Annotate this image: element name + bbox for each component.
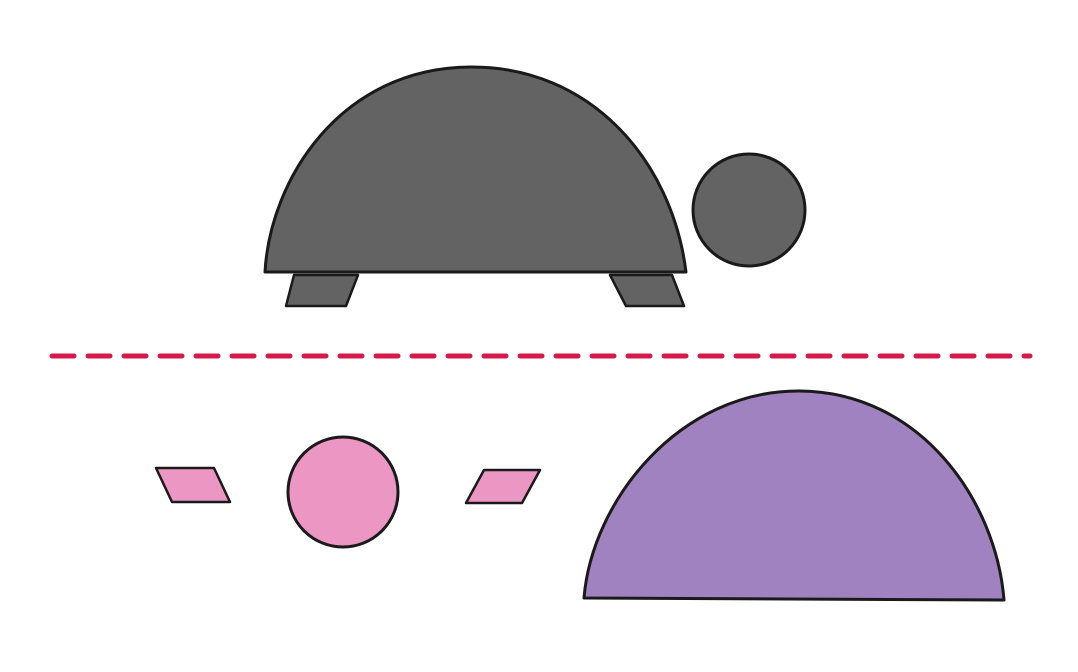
turtle-head bbox=[691, 152, 807, 268]
turtle-front-leg bbox=[284, 273, 360, 308]
purple-shell-half-circle bbox=[582, 389, 1006, 602]
assembled-turtle bbox=[263, 65, 807, 308]
separated-pieces bbox=[154, 389, 1006, 602]
turtle-shell bbox=[263, 65, 688, 274]
turtle-back-leg bbox=[608, 273, 686, 308]
pink-leg-right bbox=[464, 468, 542, 505]
pink-leg-left bbox=[154, 466, 232, 504]
pink-head-circle bbox=[286, 435, 400, 549]
